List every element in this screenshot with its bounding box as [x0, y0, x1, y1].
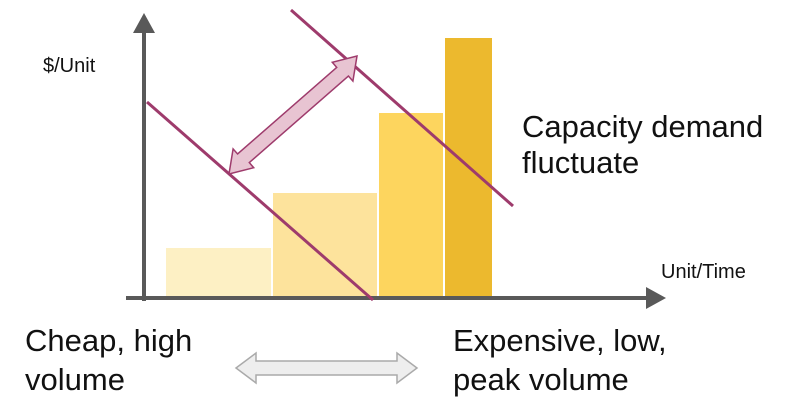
cheap-label-line2: volume	[25, 362, 125, 397]
bar-1	[164, 246, 273, 299]
y-axis-arrowhead	[133, 13, 155, 33]
bar-3	[377, 111, 445, 299]
double-arrow-pink	[228, 54, 358, 176]
expensive-label-line1: Expensive, low,	[453, 323, 667, 358]
y-axis-label: $/Unit	[43, 55, 96, 77]
diagonal-line-upper	[290, 8, 514, 208]
capacity-label-line1: Capacity demand	[522, 109, 763, 144]
diagonal-line-lower	[146, 100, 374, 302]
bar-2	[271, 191, 379, 299]
x-axis-arrowhead	[646, 287, 666, 309]
expensive-label-line2: peak volume	[453, 362, 629, 397]
capacity-label-line2: fluctuate	[522, 145, 639, 180]
capacity-lines	[146, 8, 514, 302]
cheap-label-line1: Cheap, high	[25, 323, 192, 358]
axes	[126, 13, 666, 309]
bar-group	[164, 36, 494, 299]
x-axis-label: Unit/Time	[661, 261, 746, 283]
double-arrow-gray	[234, 351, 419, 385]
